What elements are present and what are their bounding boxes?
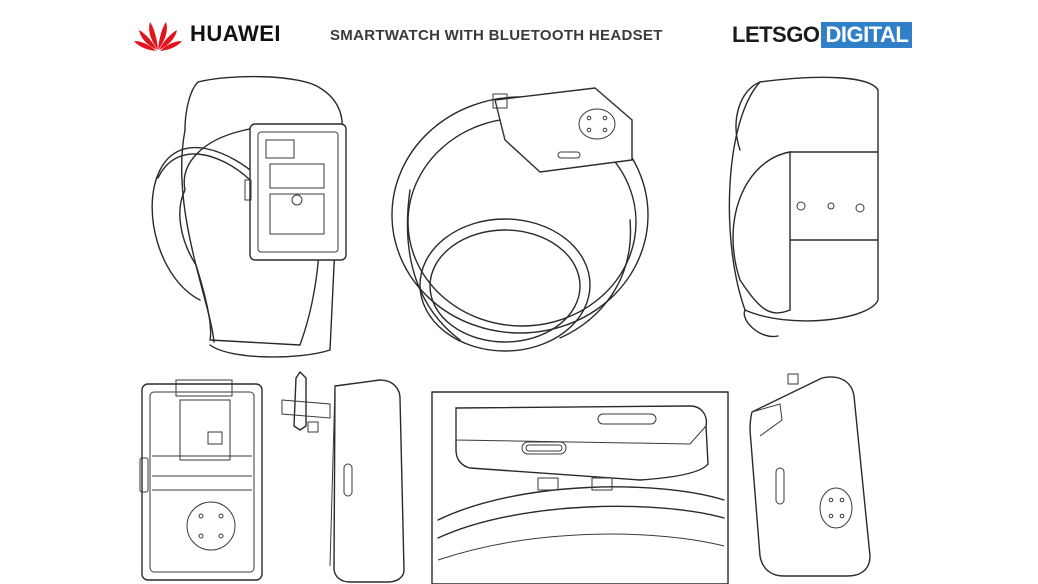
module-front-open-view <box>139 379 263 581</box>
header: HUAWEI SMARTWATCH WITH BLUETOOTH HEADSET… <box>0 0 1038 64</box>
module-back-view <box>749 373 871 577</box>
watch-open-module-view <box>151 75 347 358</box>
huawei-wordmark: HUAWEI <box>190 21 281 46</box>
watch-side-contacts-view <box>728 76 879 338</box>
letsgodigital-logo: LETSGO DIGITAL <box>732 22 913 48</box>
watch-perspective-top-view <box>391 87 649 352</box>
earpiece-side-view <box>281 371 405 583</box>
huawei-petals-icon <box>134 22 182 51</box>
huawei-logo: HUAWEI <box>132 16 281 52</box>
patent-drawings <box>0 60 1038 584</box>
letsgo-wordmark: LETSGO <box>732 22 820 47</box>
patent-drawings-canvas <box>139 75 879 584</box>
detail-connector-view <box>431 391 729 584</box>
page-title: SMARTWATCH WITH BLUETOOTH HEADSET <box>330 27 663 44</box>
digital-wordmark: DIGITAL <box>821 22 913 48</box>
